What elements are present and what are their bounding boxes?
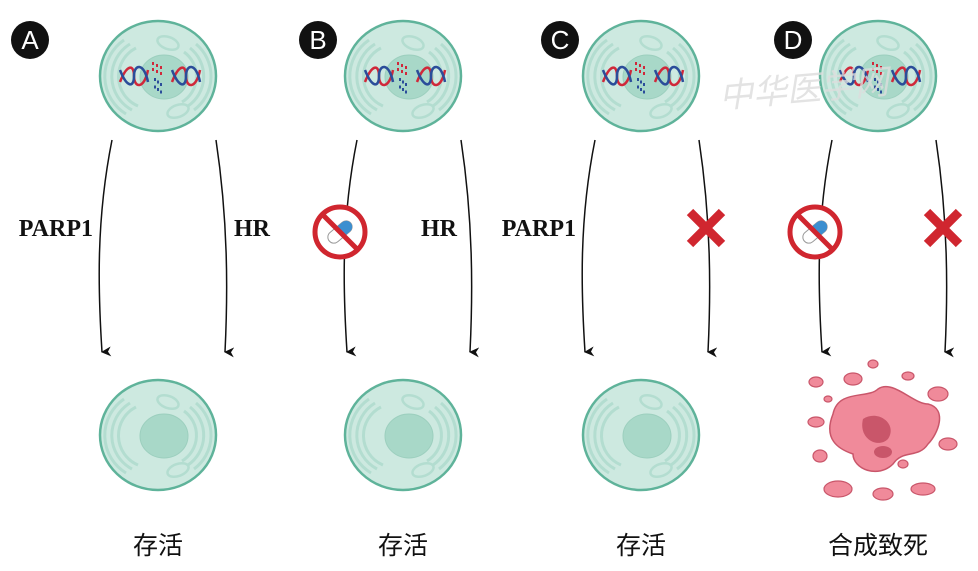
outcome-label: 存活 <box>378 531 428 560</box>
panel-d: D 合成致死 <box>774 19 963 560</box>
healthy-cell <box>343 378 463 492</box>
panel-letter: C <box>551 25 570 55</box>
damaged-cell <box>818 19 938 133</box>
blocked-x-icon <box>923 208 963 248</box>
outcome-label: 存活 <box>133 531 183 560</box>
broken-dna-icon <box>363 62 447 94</box>
blocked-x-icon <box>686 208 726 248</box>
broken-dna-icon <box>118 62 202 94</box>
left-pathway-arrow <box>581 139 596 357</box>
panel-letter: D <box>784 25 803 55</box>
panel-c: C PARP1 存活 <box>502 19 726 560</box>
damaged-cell <box>98 19 218 133</box>
left-pathway-label: PARP1 <box>19 216 93 242</box>
damaged-cell <box>343 19 463 133</box>
panel-letter-badge <box>774 21 812 59</box>
right-pathway-label: HR <box>234 216 271 242</box>
panel-letter-badge <box>541 21 579 59</box>
healthy-cell <box>581 378 701 492</box>
damaged-cell <box>581 19 701 133</box>
outcome-label: 存活 <box>616 531 666 560</box>
panel-letter-badge <box>11 21 49 59</box>
right-pathway-arrow <box>698 139 718 358</box>
panel-letter: B <box>309 25 326 55</box>
left-pathway-label: PARP1 <box>502 216 576 242</box>
right-pathway-arrow <box>935 139 955 358</box>
panel-letter: A <box>21 25 39 55</box>
right-pathway-arrow <box>215 139 235 358</box>
dead-cell-fragments <box>807 359 958 501</box>
broken-dna-icon <box>838 62 922 94</box>
right-pathway-label: HR <box>421 216 458 242</box>
parp-inhibitor-icon <box>787 204 843 260</box>
panel-b: B HR 存活 <box>299 19 480 560</box>
panel-letter-badge <box>299 21 337 59</box>
right-pathway-arrow <box>460 139 480 358</box>
outcome-label: 合成致死 <box>828 531 928 560</box>
healthy-cell <box>98 378 218 492</box>
panel-a: A PARP1 HR 存活 <box>11 19 271 560</box>
parp-inhibitor-icon <box>312 204 368 260</box>
left-pathway-arrow <box>98 139 113 357</box>
broken-dna-icon <box>601 62 685 94</box>
